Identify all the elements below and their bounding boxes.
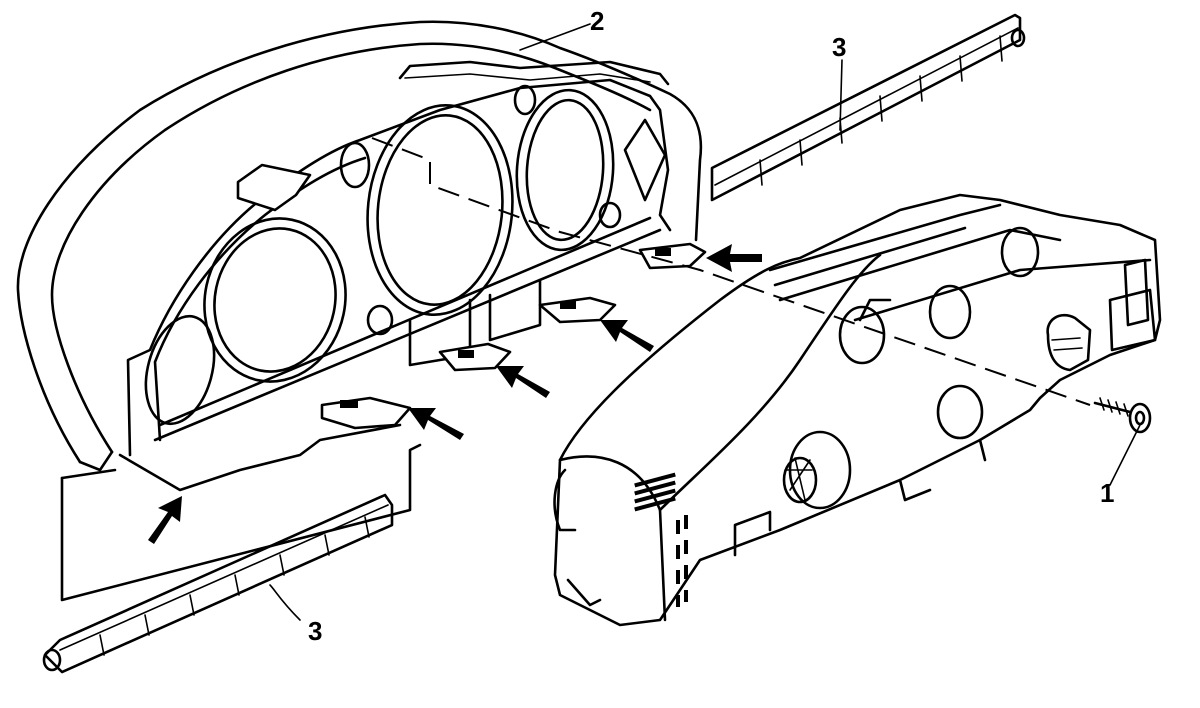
callout-label-lens: 2	[590, 6, 604, 36]
callout-label-strip-lower: 3	[308, 616, 322, 646]
arrow-icon	[496, 366, 550, 398]
light-strip-lower	[42, 493, 394, 674]
install-arrows	[148, 244, 762, 544]
light-strip-upper	[710, 13, 1026, 202]
arrow-icon	[600, 320, 654, 352]
leader-lines	[269, 23, 1141, 621]
screw	[1093, 397, 1152, 434]
arrow-icon	[148, 496, 182, 544]
alignment-line	[371, 137, 1091, 406]
cluster-body	[553, 193, 1162, 627]
lens-plate	[60, 443, 422, 602]
arrow-icon	[408, 408, 464, 440]
cluster-lens-housing	[16, 20, 707, 492]
arrow-icon	[706, 244, 762, 272]
callout-label-screw: 1	[1100, 478, 1114, 508]
callout-label-strip-upper: 3	[832, 32, 846, 62]
